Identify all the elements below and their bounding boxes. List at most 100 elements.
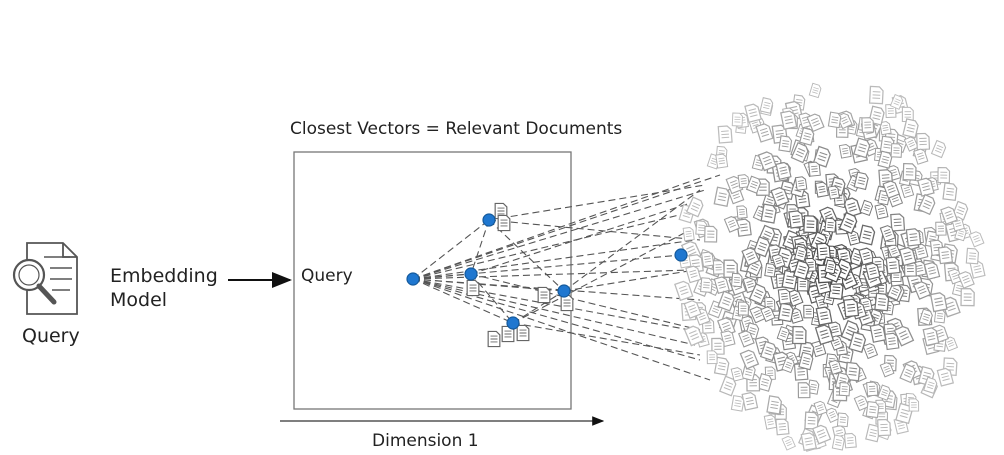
embedding-model-label: Embedding Model (110, 264, 218, 312)
similarity-lines (412, 174, 721, 381)
similarity-line (412, 278, 514, 324)
similarity-line (470, 199, 701, 275)
similarity-line (563, 189, 701, 292)
cloud-document-icon (868, 85, 884, 105)
relevant-document-icon (537, 286, 551, 304)
cloud-document-icon (905, 227, 922, 247)
cloud-document-icon (760, 203, 778, 224)
similarity-line (512, 290, 565, 324)
similarity-line (412, 278, 696, 346)
cloud-document-icon (877, 418, 892, 437)
query-icon-label: Query (22, 325, 80, 347)
cloud-document-icon (715, 153, 729, 169)
relevant-document-icon (466, 279, 480, 297)
document-vector-point (506, 316, 520, 330)
similarity-line (470, 273, 514, 324)
cloud-document-icon (797, 276, 809, 292)
cloud-document-icon (935, 221, 947, 236)
cloud-document-icon (968, 230, 985, 248)
cloud-document-icon (838, 381, 851, 397)
embedding-space-box (293, 151, 572, 410)
cloud-document-icon (874, 292, 890, 312)
cloud-document-icon (902, 162, 917, 181)
cloud-document-icon (717, 125, 733, 144)
cloud-document-icon (824, 259, 837, 275)
cloud-document-icon (916, 132, 931, 151)
cloud-document-icon (884, 332, 900, 351)
cloud-document-icon (731, 112, 744, 127)
query-point-label: Query (301, 266, 353, 286)
similarity-line (412, 278, 711, 381)
diagram-title: Closest Vectors = Relevant Documents (290, 119, 623, 139)
cloud-document-icon (862, 342, 878, 359)
cloud-document-icon (838, 143, 852, 159)
cloud-document-icon (942, 182, 958, 201)
cloud-document-icon (965, 247, 980, 265)
cloud-document-icon (808, 82, 823, 99)
cloud-document-icon (788, 209, 805, 229)
query-vector-point (406, 272, 420, 286)
relevant-document-icon (487, 330, 501, 348)
cloud-document-icon (843, 432, 857, 449)
cloud-document-icon (682, 226, 695, 242)
relevant-document-icon (560, 294, 574, 312)
cloud-document-icon (827, 111, 842, 129)
cloud-document-icon (794, 175, 808, 191)
similarity-line (488, 184, 706, 221)
similarity-line (512, 229, 691, 324)
cloud-document-icon (706, 350, 718, 365)
cloud-document-icon (736, 205, 748, 219)
cloud-document-icon (890, 143, 903, 158)
embedding-label-line1: Embedding (110, 265, 218, 287)
cloud-document-icon (929, 291, 948, 313)
document-vector-point (482, 213, 496, 227)
cloud-document-icon (960, 287, 975, 307)
embedding-label-line2: Model (110, 289, 168, 311)
cloud-document-icon (815, 305, 833, 326)
similarity-line (470, 273, 701, 331)
cloud-document-icon (804, 411, 819, 430)
similarity-line (563, 269, 696, 292)
cloud-document-icon (803, 304, 815, 319)
cloud-document-icon (739, 348, 760, 370)
document-vector-point (557, 284, 571, 298)
cloud-document-icon (861, 116, 875, 133)
cloud-document-icon (781, 434, 796, 451)
cloud-document-icon (824, 406, 840, 423)
similarity-line (412, 278, 701, 361)
cloud-document-icon (937, 245, 953, 265)
document-vector-point (674, 248, 688, 262)
similarity-line (412, 209, 701, 280)
document-vector-point (464, 267, 478, 281)
similarity-line (412, 174, 721, 280)
cloud-document-icon (859, 199, 874, 216)
cloud-document-icon (890, 213, 906, 232)
similarity-line (412, 177, 701, 280)
similarity-line (470, 219, 490, 275)
cloud-document-icon (937, 167, 951, 184)
axis-label: Dimension 1 (372, 431, 479, 451)
cloud-document-icon (775, 418, 790, 436)
similarity-line (412, 273, 472, 280)
cloud-document-icon (931, 139, 948, 159)
similarity-line (512, 322, 701, 356)
document-cloud (674, 82, 986, 452)
cloud-document-icon (712, 259, 725, 275)
cloud-document-icon (764, 263, 777, 278)
cloud-document-icon (766, 395, 783, 415)
similarity-line (412, 219, 490, 280)
relevant-document-icon (516, 324, 530, 342)
cloud-document-icon (843, 298, 860, 318)
cloud-document-icon (836, 412, 849, 428)
cloud-document-icon (755, 122, 774, 143)
cloud-document-icon (730, 395, 745, 412)
cloud-document-icon (700, 277, 713, 293)
similarity-line (488, 219, 701, 241)
similarity-line (412, 189, 706, 280)
cloud-document-icon (704, 225, 718, 243)
cloud-document-icon (775, 161, 792, 180)
cloud-document-icon (777, 302, 795, 323)
cloud-document-icon (874, 203, 889, 220)
cloud-document-icon (866, 381, 879, 397)
similarity-line (412, 239, 696, 280)
